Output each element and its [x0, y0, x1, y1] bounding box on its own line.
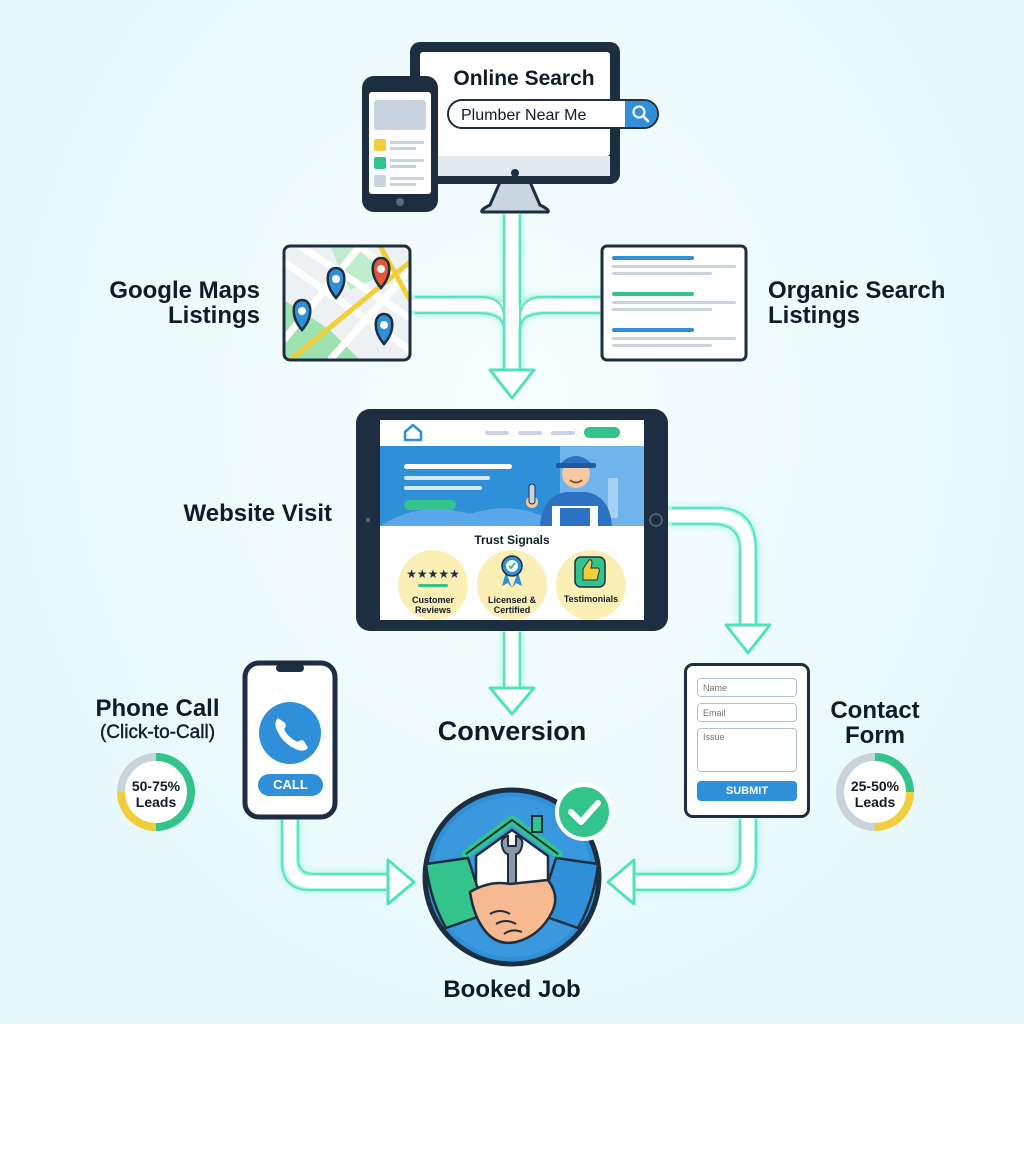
arrowhead-form-to-job — [606, 858, 636, 906]
form-name-field[interactable] — [697, 678, 797, 697]
submit-button[interactable]: SUBMIT — [697, 781, 797, 801]
form-issue-field[interactable] — [697, 728, 797, 772]
google-maps-label: Google Maps Listings — [109, 277, 260, 329]
donut-face — [836, 753, 914, 831]
badge-reviews: Customer Reviews — [411, 595, 454, 615]
organic-search-label: Organic Search Listings — [768, 277, 946, 329]
donut-face — [117, 753, 195, 831]
form-leads-donut — [836, 753, 914, 831]
donut-segment-range — [117, 753, 195, 831]
donut-segment-range — [836, 753, 914, 831]
arrowhead-to-form — [724, 623, 772, 655]
form-email-field[interactable] — [697, 703, 797, 722]
contact-form-label: Contact Form — [830, 697, 920, 749]
donut-segment-base — [836, 753, 914, 831]
flow-arrows — [280, 205, 772, 906]
call-button[interactable]: CALL — [258, 774, 323, 796]
search-bar[interactable]: Plumber Near Me — [447, 99, 659, 129]
donut-segment-base — [117, 753, 195, 831]
trust-signals-title: Trust Signals — [474, 533, 550, 547]
booked-job-label: Booked Job — [443, 976, 581, 1003]
search-button[interactable] — [625, 101, 657, 127]
search-icon — [632, 105, 650, 123]
phone-leads-stat: 50-75% Leads — [131, 778, 181, 810]
conversion-label: Conversion — [437, 716, 587, 746]
form-leads-stat: 25-50% Leads — [850, 778, 900, 810]
phone-call-label: Phone Call (Click-to-Call) — [95, 695, 220, 744]
arrowhead-to-conversion — [488, 686, 536, 716]
website-visit-label: Website Visit — [183, 500, 333, 527]
phone-leads-donut — [117, 753, 195, 831]
badge-licensed: Licensed & Certified — [487, 595, 536, 615]
arrowhead-to-website — [488, 368, 536, 400]
search-query: Plumber Near Me — [461, 107, 587, 124]
arrowhead-phone-to-job — [386, 858, 416, 906]
badge-testimonials: Testimonials — [563, 594, 619, 604]
online-search-title: Online Search — [453, 67, 595, 90]
